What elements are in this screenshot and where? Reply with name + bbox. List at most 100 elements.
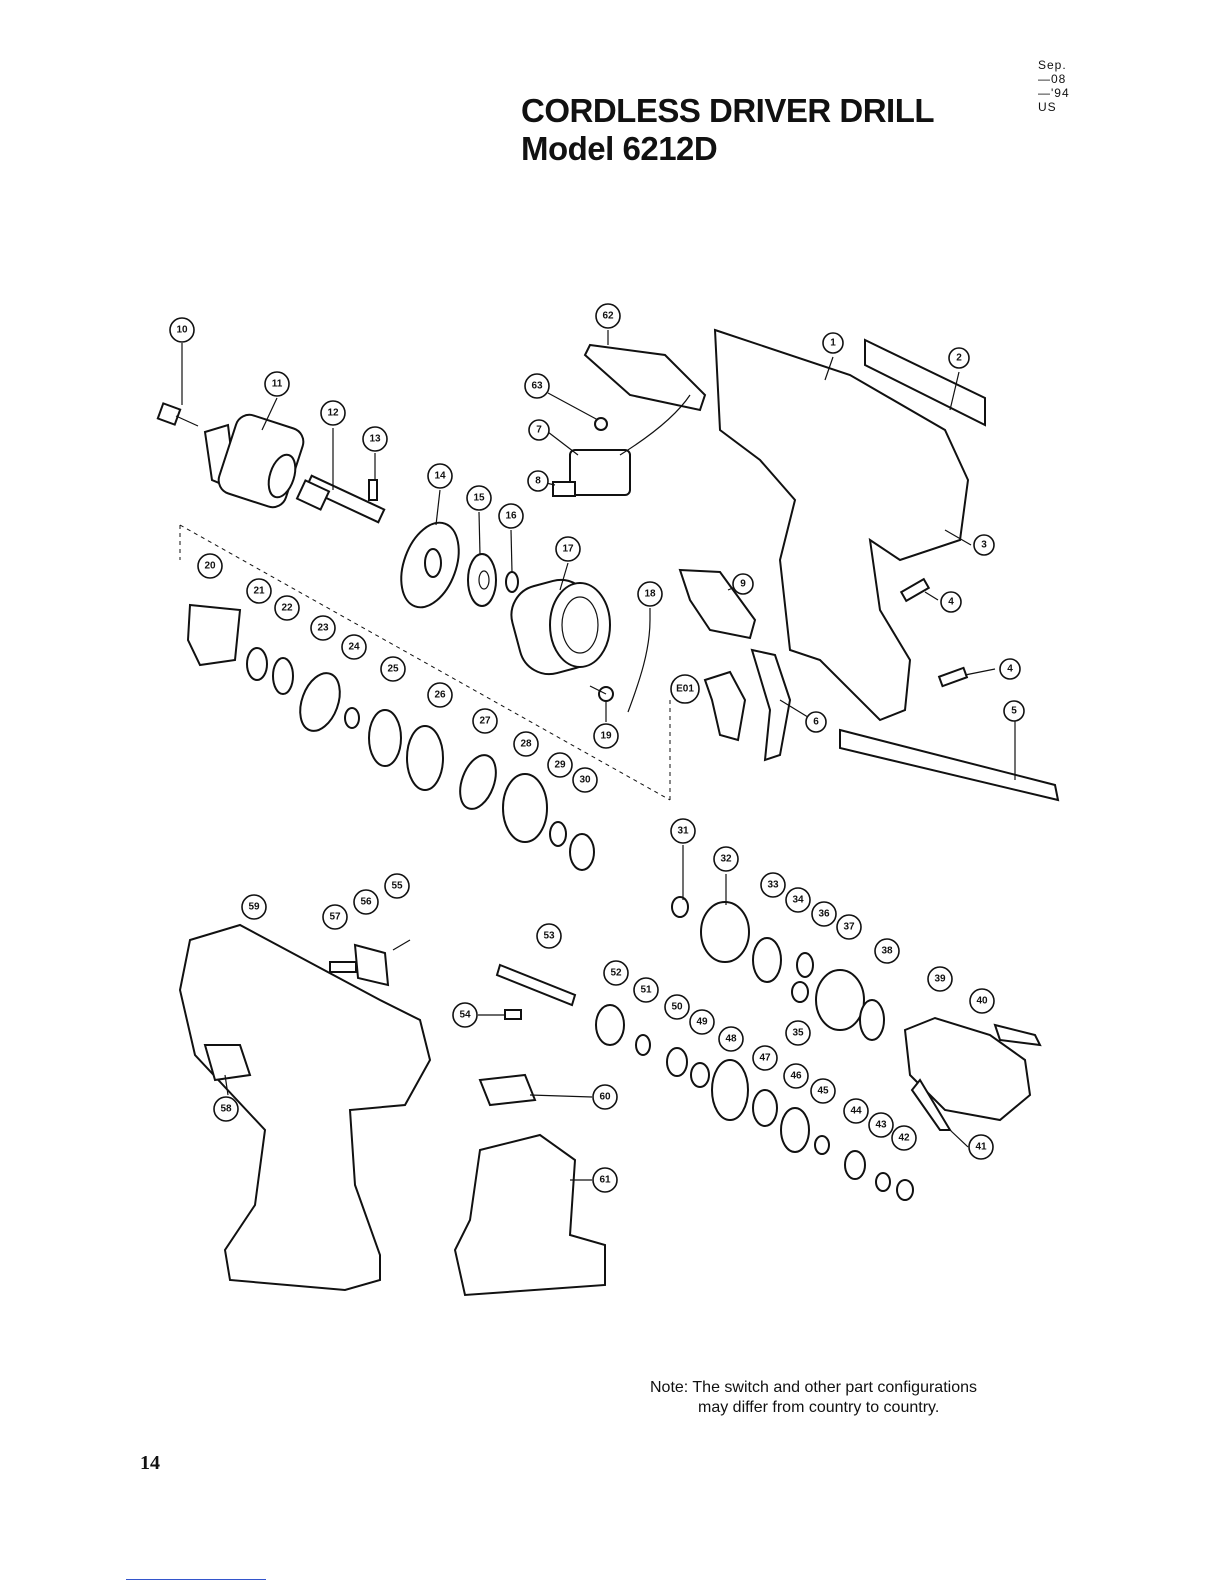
svg-text:61: 61 <box>599 1175 611 1186</box>
part-screw-55 <box>392 939 411 951</box>
callout-39: 39 <box>927 966 953 992</box>
part-spring-6 <box>750 648 792 762</box>
svg-text:18: 18 <box>644 589 656 600</box>
callout-34: 34 <box>785 887 811 913</box>
svg-text:50: 50 <box>671 1002 683 1013</box>
svg-text:37: 37 <box>843 922 855 933</box>
callout-30: 30 <box>572 767 598 793</box>
part-58 <box>203 1044 252 1082</box>
part-plate-14 <box>400 521 460 609</box>
callout-50: 50 <box>664 994 690 1020</box>
callout-6: 6 <box>805 711 827 733</box>
part-screws-4 <box>899 577 969 688</box>
part-trigger-e01 <box>703 670 747 742</box>
part-29 <box>549 821 567 847</box>
dashed-guide-1 <box>179 524 671 801</box>
callout-19: 19 <box>593 723 619 749</box>
svg-text:22: 22 <box>281 603 293 614</box>
svg-text:58: 58 <box>220 1104 232 1115</box>
part-ring-16 <box>505 571 519 593</box>
svg-text:56: 56 <box>360 897 372 908</box>
svg-text:5: 5 <box>1011 706 1017 717</box>
callout-42: 42 <box>891 1125 917 1151</box>
part-22 <box>272 657 294 695</box>
svg-text:E01: E01 <box>676 684 694 695</box>
callout-63: 63 <box>524 373 550 399</box>
date-code: Sep.—08—'94 US <box>1038 58 1070 114</box>
part-50 <box>666 1047 688 1077</box>
svg-text:38: 38 <box>881 946 893 957</box>
svg-text:27: 27 <box>479 716 491 727</box>
callout-33: 33 <box>760 872 786 898</box>
note-line-2: may differ from country to country. <box>698 1399 940 1416</box>
svg-text:30: 30 <box>579 775 591 786</box>
svg-text:19: 19 <box>600 731 612 742</box>
svg-text:4: 4 <box>1007 664 1013 675</box>
svg-text:47: 47 <box>759 1053 771 1064</box>
callout-56: 56 <box>353 889 379 915</box>
callout-61: 61 <box>592 1167 618 1193</box>
configuration-note: Note: The switch and other part configur… <box>650 1378 977 1418</box>
svg-text:59: 59 <box>248 902 260 913</box>
part-bearing-15 <box>467 553 497 607</box>
part-56 <box>353 943 390 987</box>
callout-9: 9 <box>732 573 754 595</box>
callout-38: 38 <box>874 938 900 964</box>
part-31 <box>671 896 689 918</box>
svg-text:3: 3 <box>981 540 987 551</box>
page-title: CORDLESS DRIVER DRILL Model 6212D <box>521 92 935 168</box>
callout-37: 37 <box>836 914 862 940</box>
svg-text:11: 11 <box>272 379 283 390</box>
svg-text:24: 24 <box>348 642 360 653</box>
callout-31: 31 <box>670 818 696 844</box>
part-51 <box>635 1034 651 1056</box>
svg-text:57: 57 <box>329 912 341 923</box>
part-41 <box>910 1078 952 1131</box>
callout-47: 47 <box>752 1045 778 1071</box>
part-35 <box>791 981 809 1003</box>
callout-5: 5 <box>1003 700 1025 722</box>
callout-43: 43 <box>868 1112 894 1138</box>
callout-16: 16 <box>498 503 524 529</box>
callout-12: 12 <box>320 400 346 426</box>
part-48 <box>711 1059 749 1121</box>
callout-20: 20 <box>197 553 223 579</box>
svg-text:23: 23 <box>317 623 329 634</box>
part-43 <box>875 1172 891 1192</box>
callout-35: 35 <box>785 1020 811 1046</box>
part-shaft-53 <box>495 963 577 1007</box>
part-37 <box>815 969 865 1031</box>
part-46 <box>780 1107 810 1153</box>
svg-text:39: 39 <box>934 974 946 985</box>
callout-8: 8 <box>527 470 549 492</box>
part-20 <box>186 603 242 667</box>
part-27 <box>459 754 497 810</box>
svg-text:55: 55 <box>391 881 403 892</box>
svg-text:26: 26 <box>434 690 446 701</box>
svg-text:12: 12 <box>327 408 339 419</box>
svg-text:13: 13 <box>369 434 381 445</box>
svg-text:35: 35 <box>792 1028 804 1039</box>
svg-text:4: 4 <box>948 597 954 608</box>
callout-28: 28 <box>513 731 539 757</box>
svg-text:15: 15 <box>473 493 485 504</box>
svg-text:49: 49 <box>696 1017 708 1028</box>
title-line-2: Model 6212D <box>521 130 718 167</box>
part-54 <box>504 1009 522 1020</box>
svg-text:34: 34 <box>792 895 804 906</box>
svg-text:21: 21 <box>253 586 265 597</box>
callout-62: 62 <box>595 303 621 329</box>
part-24 <box>344 707 360 729</box>
page-number: 14 <box>140 1452 160 1474</box>
callout-48: 48 <box>718 1026 744 1052</box>
callout-13: 13 <box>362 426 388 452</box>
part-25 <box>368 709 402 767</box>
part-screw-10 <box>156 402 199 427</box>
parts-drawing <box>156 328 1060 1297</box>
svg-text:44: 44 <box>850 1106 862 1117</box>
part-38 <box>859 999 885 1041</box>
callout-4a: 4 <box>940 591 962 613</box>
callout-26: 26 <box>427 682 453 708</box>
svg-text:62: 62 <box>602 311 614 322</box>
svg-text:28: 28 <box>520 739 532 750</box>
